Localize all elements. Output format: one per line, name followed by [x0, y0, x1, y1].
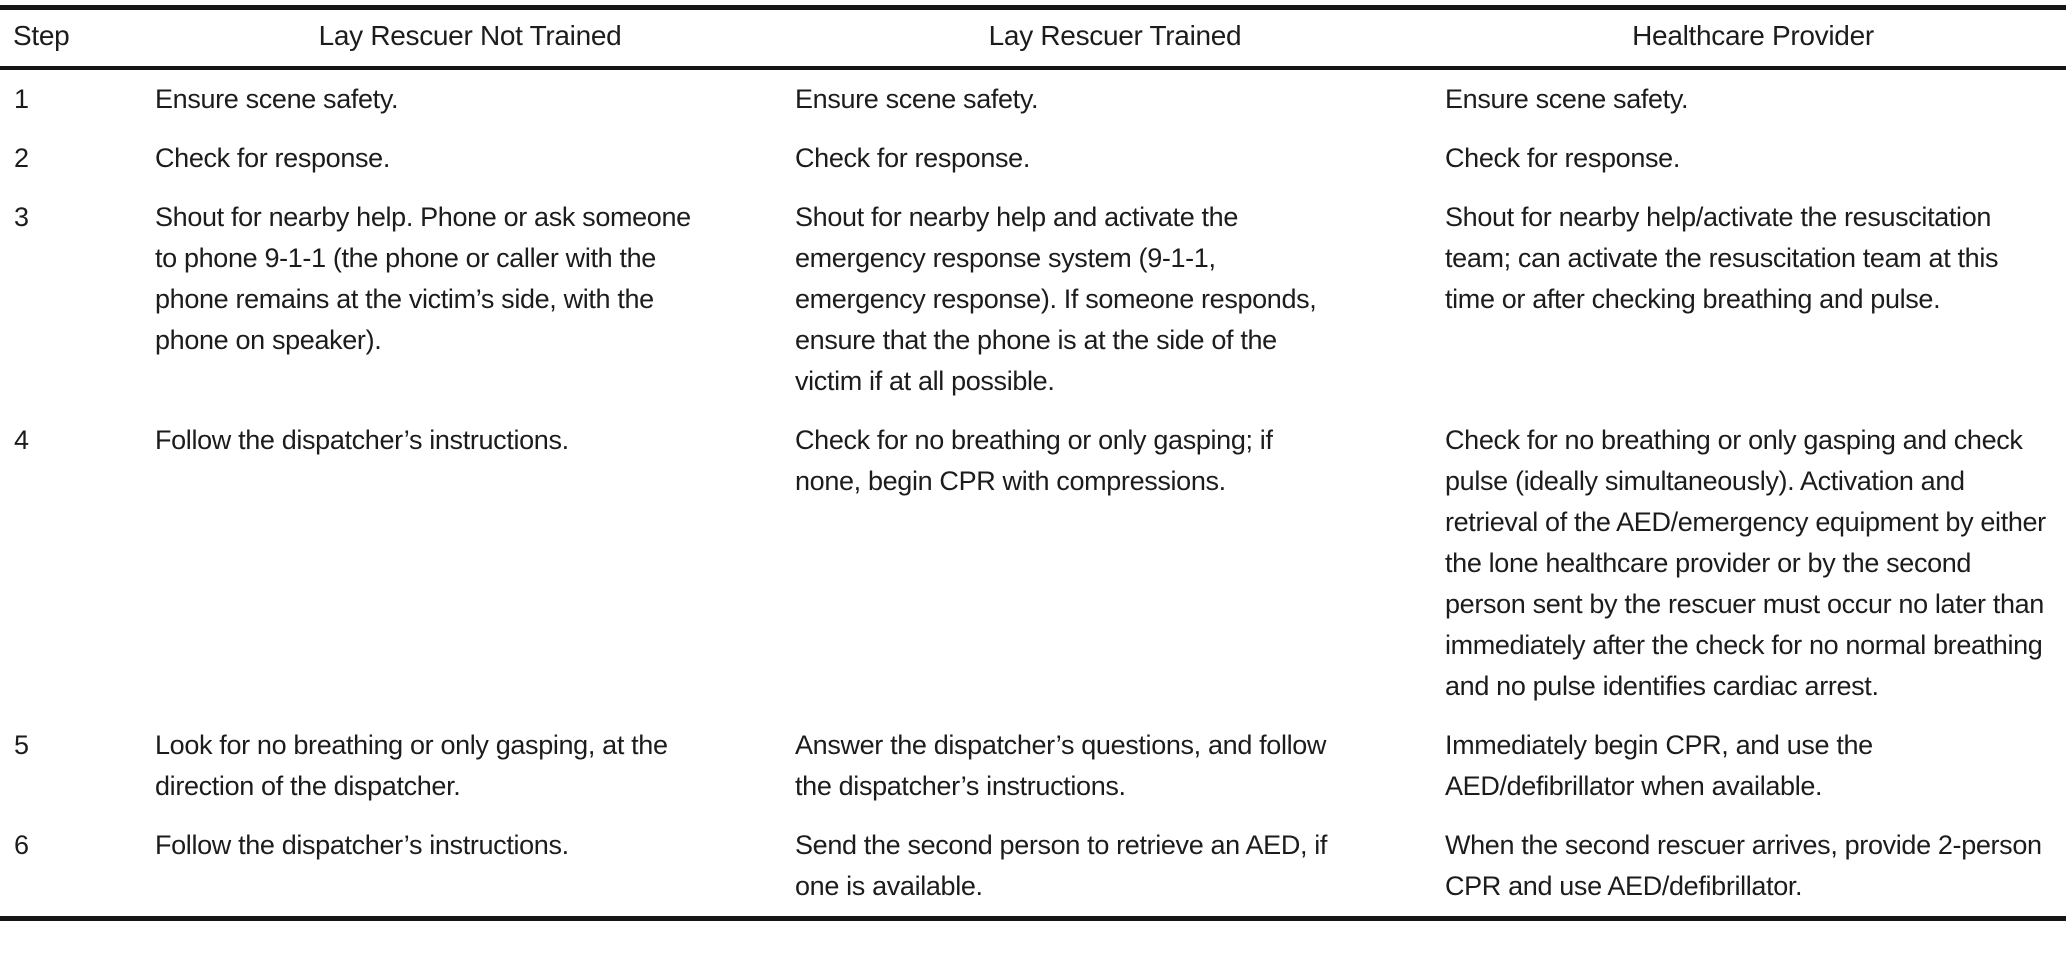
- cell-step-number: 2: [14, 143, 29, 173]
- header-row: Step Lay Rescuer Not Trained Lay Rescuer…: [0, 7, 2066, 70]
- table-row-step-1: 1 Ensure scene safety. Ensure scene safe…: [0, 68, 2066, 129]
- column-header-step: Step: [0, 7, 150, 70]
- cell-step-number: 3: [14, 202, 29, 232]
- table-row-step-2: 2 Check for response. Check for response…: [0, 129, 2066, 188]
- cell-step-number: 1: [14, 84, 29, 114]
- column-header-lay-rescuer-not-trained: Lay Rescuer Not Trained: [150, 7, 790, 70]
- cell-healthcare-provider: Ensure scene safety.: [1445, 84, 1689, 114]
- table-row-step-5: 5 Look for no breathing or only gasping,…: [0, 716, 2066, 816]
- column-header-lay-rescuer-trained: Lay Rescuer Trained: [790, 7, 1440, 70]
- cell-lay-rescuer-not-trained: Shout for nearby help. Phone or ask some…: [155, 202, 691, 355]
- cpr-steps-table: Step Lay Rescuer Not Trained Lay Rescuer…: [0, 5, 2066, 921]
- cell-step-number: 6: [14, 830, 29, 860]
- cell-lay-rescuer-not-trained: Look for no breathing or only gasping, a…: [155, 730, 668, 801]
- cell-healthcare-provider: Check for no breathing or only gasping a…: [1445, 425, 2046, 701]
- cell-step-number: 5: [14, 730, 29, 760]
- cell-healthcare-provider: Shout for nearby help/activate the resus…: [1445, 202, 1999, 314]
- cell-lay-rescuer-trained: Check for no breathing or only gasping; …: [795, 425, 1273, 496]
- table-row-step-6: 6 Follow the dispatcher’s instructions. …: [0, 816, 2066, 919]
- column-header-healthcare-provider: Healthcare Provider: [1440, 7, 2066, 70]
- cell-step-number: 4: [14, 425, 29, 455]
- table-row-step-4: 4 Follow the dispatcher’s instructions. …: [0, 411, 2066, 716]
- cell-lay-rescuer-trained: Ensure scene safety.: [795, 84, 1039, 114]
- cell-lay-rescuer-not-trained: Check for response.: [155, 143, 390, 173]
- cell-lay-rescuer-not-trained: Follow the dispatcher’s instructions.: [155, 830, 569, 860]
- cell-lay-rescuer-trained: Send the second person to retrieve an AE…: [795, 830, 1328, 901]
- cell-lay-rescuer-trained: Check for response.: [795, 143, 1030, 173]
- cell-healthcare-provider: Check for response.: [1445, 143, 1680, 173]
- cell-lay-rescuer-not-trained: Follow the dispatcher’s instructions.: [155, 425, 569, 455]
- cell-lay-rescuer-not-trained: Ensure scene safety.: [155, 84, 399, 114]
- cell-healthcare-provider: Immediately begin CPR, and use the AED/d…: [1445, 730, 1873, 801]
- cell-healthcare-provider: When the second rescuer arrives, provide…: [1445, 830, 2042, 901]
- cell-lay-rescuer-trained: Shout for nearby help and activate the e…: [795, 202, 1317, 396]
- table-row-step-3: 3 Shout for nearby help. Phone or ask so…: [0, 188, 2066, 411]
- cell-lay-rescuer-trained: Answer the dispatcher’s questions, and f…: [795, 730, 1327, 801]
